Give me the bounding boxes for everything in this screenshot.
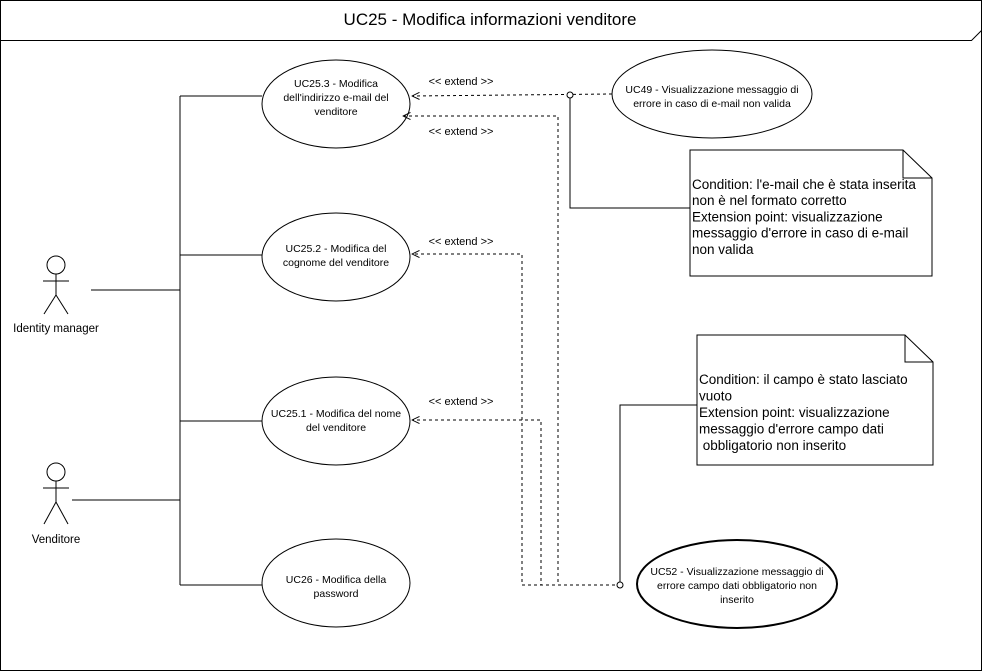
label-line: errore campo dati obbligatorio non <box>657 580 817 592</box>
label-line: non valida <box>692 242 754 257</box>
extend-label-uc25-1: << extend >> <box>429 396 494 408</box>
label-line: UC26 - Modifica della <box>286 574 387 586</box>
extend-label-uc25-2: << extend >> <box>429 236 494 248</box>
use-case-uc25-2-label: UC25.2 - Modifica del cognome del vendito… <box>283 243 389 269</box>
extend-label-uc25-3: << extend >> <box>429 126 494 138</box>
actor-venditore[interactable] <box>43 462 69 525</box>
actor-venditore-label: Venditore <box>32 534 81 546</box>
use-case-uc25-3[interactable] <box>261 59 411 149</box>
associations <box>72 95 262 586</box>
label-line: obbligatorio non inserito <box>699 438 846 453</box>
note-campo-condition[interactable] <box>696 334 934 466</box>
label-line: non è nel formato corretto <box>692 193 847 208</box>
note-email-condition-text: Condition: l'e-mail che è stata inserita… <box>692 177 916 257</box>
use-case-uc52-label: UC52 - Visualizzazione messaggio di error… <box>650 566 823 606</box>
use-case-uc26-label: UC26 - Modifica della password <box>286 574 387 600</box>
label-line: UC52 - Visualizzazione messaggio di <box>650 566 823 578</box>
use-case-uc25-2[interactable] <box>261 212 411 302</box>
label-line: venditore <box>314 106 357 118</box>
actor-identity-manager-label: Identity manager <box>13 323 99 335</box>
label-line: Extension point: visualizzazione <box>699 405 890 420</box>
use-case-uc26[interactable] <box>261 538 411 628</box>
label-line: messaggio d'errore in caso di e-mail <box>692 226 908 241</box>
label-line: Condition: il campo è stato lasciato <box>699 372 908 387</box>
note-email-condition[interactable] <box>689 149 933 277</box>
label-line: UC25.2 - Modifica del <box>286 243 387 255</box>
label-line: UC25.3 - Modifica <box>294 78 378 90</box>
note-campo-condition-text: Condition: il campo è stato lasciato vuot… <box>699 372 908 453</box>
use-case-uc52[interactable] <box>636 539 838 629</box>
note-connectors <box>569 95 698 585</box>
extend-relations <box>403 94 615 586</box>
title-tab <box>0 30 982 41</box>
extension-point-marker <box>616 581 624 589</box>
label-line: del venditore <box>306 422 366 434</box>
label-line: errore in caso di e-mail non valida <box>633 98 791 110</box>
label-line: dell'indirizzo e-mail del <box>283 92 388 104</box>
label-line: Extension point: visualizzazione <box>692 209 883 224</box>
label-line: inserito <box>720 594 754 606</box>
label-line: vuoto <box>699 389 732 404</box>
label-line: messaggio d'errore campo dati <box>699 422 884 437</box>
extend-uc52-to-uc25-1 <box>412 420 615 586</box>
use-case-uc25-3-label: UC25.3 - Modifica dell'indirizzo e-mail d… <box>283 78 388 118</box>
label-line: cognome del venditore <box>283 257 389 269</box>
label-line: UC25.1 - Modifica del nome <box>271 408 401 420</box>
use-case-uc25-1-label: UC25.1 - Modifica del nome del venditore <box>271 408 401 434</box>
label-line: password <box>314 588 359 600</box>
extension-point-marker <box>566 91 574 99</box>
extend-label-uc49: << extend >> <box>429 76 494 88</box>
use-case-uc49-label: UC49 - Visualizzazione messaggio di error… <box>625 84 798 110</box>
diagram-title: UC25 - Modifica informazioni venditore <box>344 10 637 29</box>
use-case-uc25-1[interactable] <box>261 376 411 466</box>
actor-identity-manager[interactable] <box>43 255 69 315</box>
label-line: Condition: l'e-mail che è stata inserita <box>692 177 916 192</box>
label-line: UC49 - Visualizzazione messaggio di <box>625 84 798 96</box>
